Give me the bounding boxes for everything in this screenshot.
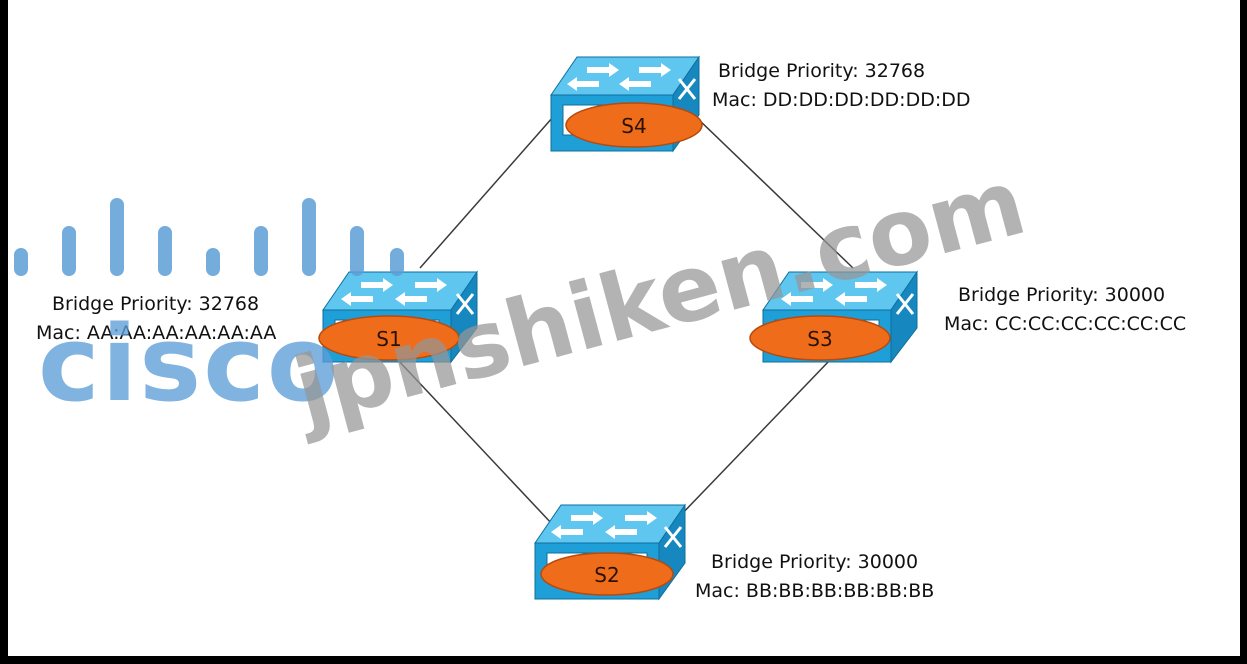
crossing-arrows-icon	[455, 293, 475, 315]
switch-id: S1	[376, 327, 401, 351]
diagram-canvas: S4 S1	[8, 0, 1240, 656]
s4-label: Bridge Priority: 32768 Mac: DD:DD:DD:DD:…	[712, 57, 971, 115]
switch-id: S3	[807, 327, 832, 351]
s3-label: Bridge Priority: 30000 Mac: CC:CC:CC:CC:…	[944, 281, 1186, 339]
switch-id: S4	[621, 114, 646, 138]
switch-s1: S1	[318, 270, 478, 364]
s4-priority: Bridge Priority: 32768	[718, 60, 926, 82]
arrows-icon	[551, 511, 657, 539]
s3-priority: Bridge Priority: 30000	[958, 284, 1166, 306]
switch-s3: S3	[749, 270, 918, 364]
s3-mac: Mac: CC:CC:CC:CC:CC:CC	[944, 313, 1187, 335]
topology-diagram: S4 S1	[318, 55, 918, 601]
link-s1-s2	[395, 357, 554, 526]
s2-priority: Bridge Priority: 30000	[711, 551, 919, 573]
link-s2-s3	[677, 359, 831, 519]
arrows-icon	[341, 278, 447, 306]
s2-mac: Mac: BB:BB:BB:BB:BB:BB	[695, 580, 935, 602]
link-s4-s3	[695, 116, 854, 269]
arrows-icon	[567, 63, 671, 91]
switch-ellipse	[565, 102, 703, 148]
switch-side	[890, 270, 918, 364]
arrows-icon	[781, 278, 887, 306]
switch-ellipse	[318, 315, 460, 361]
crossing-arrows-icon	[895, 293, 915, 315]
s2-label: Bridge Priority: 30000 Mac: BB:BB:BB:BB:…	[695, 548, 934, 606]
s1-mac: Mac: AA:AA:AA:AA:AA:AA	[36, 322, 277, 344]
crossing-arrows-icon	[663, 526, 683, 548]
cisco-bars-logo	[14, 198, 404, 276]
crossing-arrows-icon	[677, 78, 697, 100]
s4-mac: Mac: DD:DD:DD:DD:DD:DD	[712, 89, 971, 111]
switch-s2: S2	[534, 503, 686, 601]
switch-id: S2	[594, 563, 619, 587]
s1-priority: Bridge Priority: 32768	[52, 293, 260, 315]
cisco-watermark: cisco	[38, 303, 341, 425]
switch-ellipse	[749, 315, 891, 361]
link-s1-s4	[419, 116, 554, 269]
s1-label: Bridge Priority: 32768 Mac: AA:AA:AA:AA:…	[36, 290, 276, 348]
switch-ellipse	[540, 552, 674, 596]
switch-s4: S4	[550, 55, 703, 153]
